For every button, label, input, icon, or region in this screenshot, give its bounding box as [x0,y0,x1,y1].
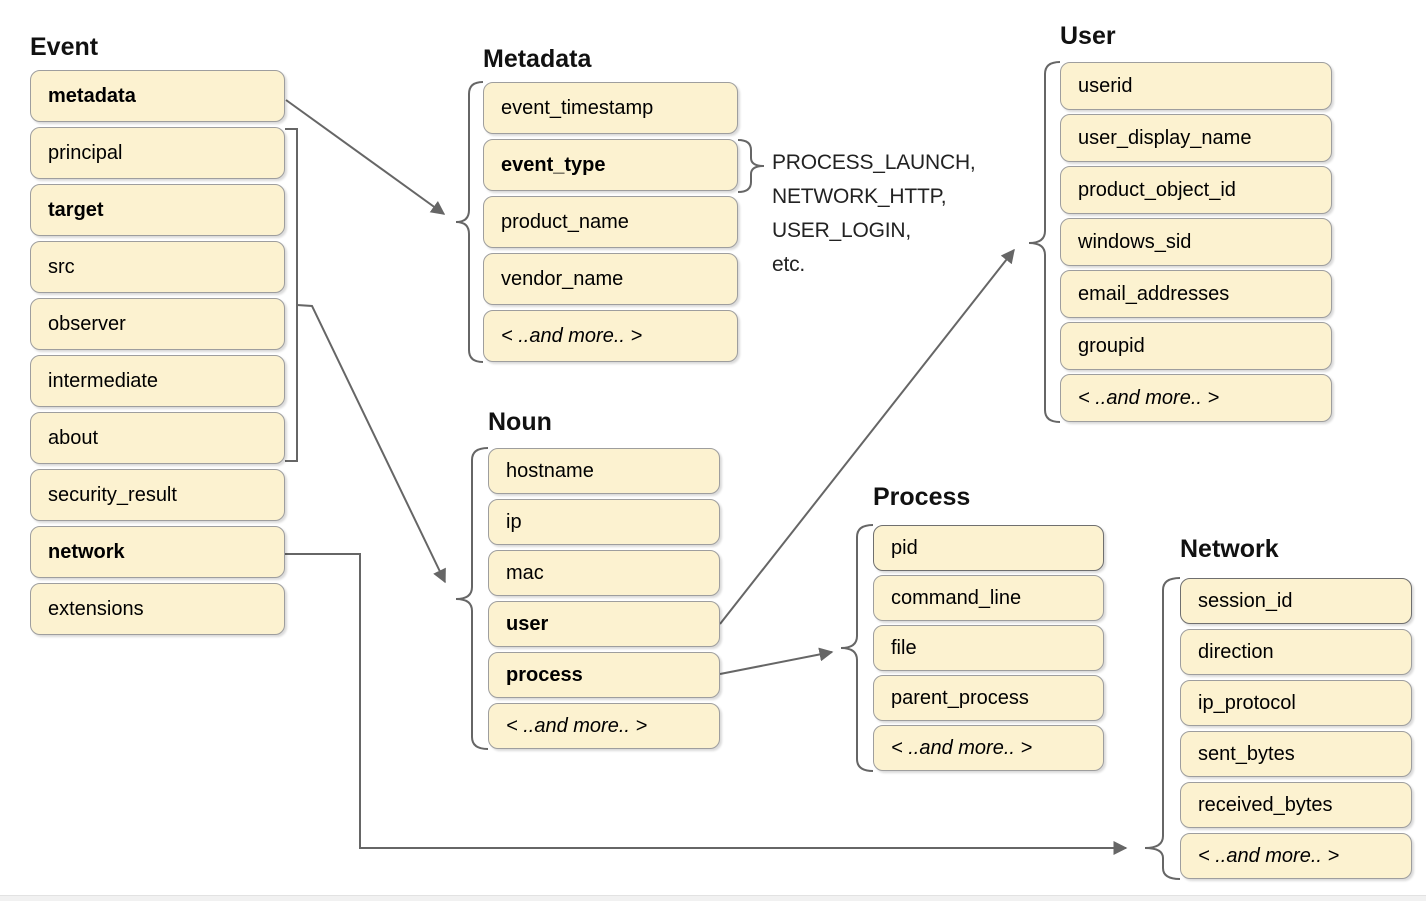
field-box: network [30,526,285,578]
user-group-title: User [1060,22,1116,50]
metadata-group: Metadata event_timestamp event_type prod… [483,45,738,362]
arrow-metadata-to-metadata-group [285,99,446,215]
event-noun-fields-bracket [285,128,298,462]
metadata-group-brace [455,81,484,363]
metadata-group-fields: event_timestamp event_type product_name … [483,82,738,362]
field-box: < ..and more.. > [1060,374,1332,422]
arrow-bracket-to-noun-group [296,304,446,584]
field-box: product_object_id [1060,166,1332,214]
network-group: Network session_id direction ip_protocol… [1180,535,1412,879]
field-box: about [30,412,285,464]
field-box: < ..and more.. > [873,725,1104,771]
field-box: mac [488,550,720,596]
field-box: command_line [873,575,1104,621]
field-box: src [30,241,285,293]
field-box: observer [30,298,285,350]
noun-group-fields: hostname ip mac user process < ..and mor… [488,448,720,749]
field-box: process [488,652,720,698]
arrow-process-to-process-group [719,647,834,675]
event-type-enum-annotation: PROCESS_LAUNCH, NETWORK_HTTP, USER_LOGIN… [772,146,976,282]
field-box: parent_process [873,675,1104,721]
enum-line: USER_LOGIN, [772,219,912,242]
field-box: direction [1180,629,1412,675]
field-box: event_type [483,139,738,191]
user-group: User userid user_display_name product_ob… [1060,22,1332,422]
enum-line: PROCESS_LAUNCH, [772,151,976,174]
network-group-title: Network [1180,535,1279,563]
field-box: principal [30,127,285,179]
field-box: email_addresses [1060,270,1332,318]
field-box: session_id [1180,578,1412,624]
noun-group-brace [455,447,489,750]
field-box: event_timestamp [483,82,738,134]
field-box: metadata [30,70,285,122]
user-group-fields: userid user_display_name product_object_… [1060,62,1332,422]
noun-group-title: Noun [488,408,552,436]
field-box: < ..and more.. > [483,310,738,362]
field-box: product_name [483,196,738,248]
event-group-fields: metadata principal target src observer i… [30,70,285,635]
field-box: groupid [1060,322,1332,370]
field-box: hostname [488,448,720,494]
field-box: < ..and more.. > [1180,833,1412,879]
field-box: pid [873,525,1104,571]
process-group-fields: pid command_line file parent_process < .… [873,525,1104,771]
noun-group: Noun hostname ip mac user process < ..an… [488,408,720,749]
event-group: Event metadata principal target src obse… [30,33,285,635]
field-box: security_result [30,469,285,521]
enum-line: NETWORK_HTTP, [772,185,947,208]
arrow-user-to-user-group [719,248,1015,625]
user-group-brace [1028,61,1061,423]
field-box: ip_protocol [1180,680,1412,726]
enum-line: etc. [772,253,806,276]
event-group-title: Event [30,33,99,61]
metadata-group-title: Metadata [483,45,592,73]
event-type-enum-brace [737,139,765,193]
network-group-brace [1144,577,1181,880]
field-box: received_bytes [1180,782,1412,828]
field-box: extensions [30,583,285,635]
field-box: user_display_name [1060,114,1332,162]
field-box: target [30,184,285,236]
field-box: vendor_name [483,253,738,305]
field-box: intermediate [30,355,285,407]
field-box: userid [1060,62,1332,110]
arrow-network-to-network-group [285,553,1128,855]
field-box: ip [488,499,720,545]
process-group: Process pid command_line file parent_pro… [873,483,1104,771]
field-box: < ..and more.. > [488,703,720,749]
process-group-brace [840,524,874,772]
process-group-title: Process [873,483,971,511]
field-box: windows_sid [1060,218,1332,266]
field-box: sent_bytes [1180,731,1412,777]
bottom-divider [0,895,1426,901]
field-box: user [488,601,720,647]
network-group-fields: session_id direction ip_protocol sent_by… [1180,578,1412,879]
field-box: file [873,625,1104,671]
